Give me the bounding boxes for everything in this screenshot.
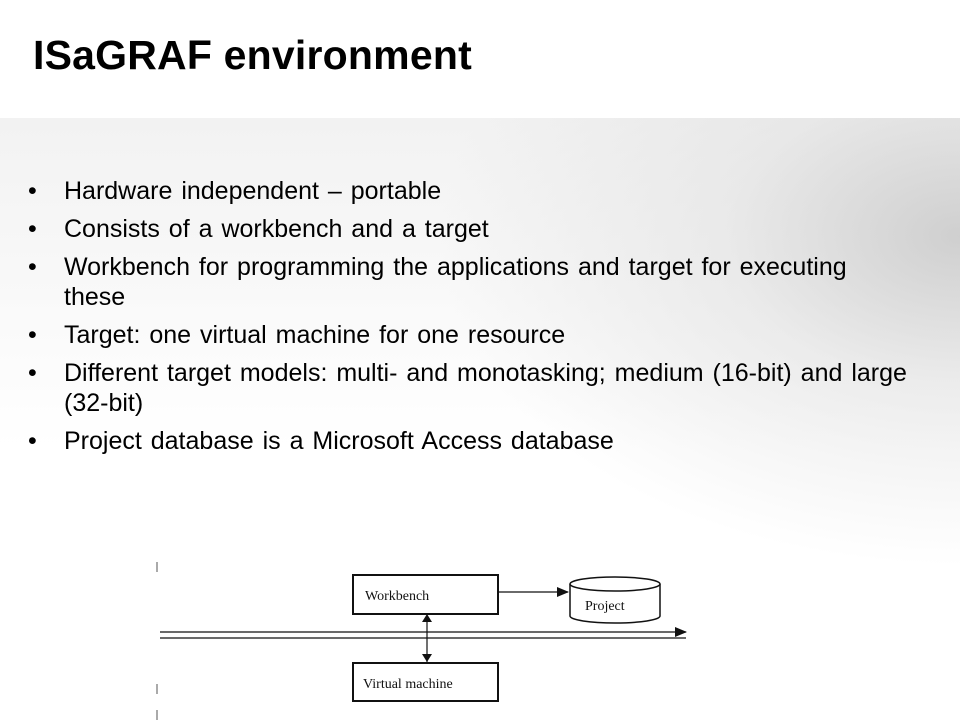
bullet-item: • Hardware independent – portable xyxy=(28,176,908,206)
connector-arrow-down xyxy=(422,654,432,662)
slide-title: ISaGRAF environment xyxy=(33,32,472,78)
bullet-text: Hardware independent – portable xyxy=(64,177,442,205)
bullet-item: • Different target models: multi- and mon… xyxy=(28,358,908,418)
bullet-marker: • xyxy=(28,321,37,349)
bullet-marker: • xyxy=(28,427,37,455)
bullet-item: • Consists of a workbench and a target xyxy=(28,214,908,244)
workbench-box xyxy=(352,574,499,615)
virtual-machine-box xyxy=(352,662,499,702)
project-label: Project xyxy=(585,599,625,614)
bullet-text: Project database is a Microsoft Access d… xyxy=(64,427,614,455)
workbench-label: Workbench xyxy=(365,589,429,604)
bullet-item: • Target: one virtual machine for one res… xyxy=(28,320,908,350)
bullet-item: • Project database is a Microsoft Access … xyxy=(28,426,908,456)
bullet-text: Different target models: multi- and mono… xyxy=(64,359,907,417)
bullet-marker: • xyxy=(28,253,37,281)
bullet-marker: • xyxy=(28,177,37,205)
bullet-item: • Workbench for programming the applicati… xyxy=(28,252,908,312)
project-database-icon xyxy=(569,576,661,624)
architecture-diagram: Workbench Project Virtual machine xyxy=(150,560,710,720)
bullet-text: Workbench for programming the applicatio… xyxy=(64,253,847,311)
slide-background xyxy=(0,118,960,720)
bullet-text: Consists of a workbench and a target xyxy=(64,215,489,243)
bullet-list: • Hardware independent – portable • Consis… xyxy=(28,176,908,464)
bullet-marker: • xyxy=(28,359,37,387)
bullet-text: Target: one virtual machine for one reso… xyxy=(64,321,566,349)
virtual-machine-label: Virtual machine xyxy=(363,677,453,692)
bullet-marker: • xyxy=(28,215,37,243)
connector-arrow-up xyxy=(422,614,432,622)
diagram-svg: Workbench Project Virtual machine xyxy=(156,562,687,720)
